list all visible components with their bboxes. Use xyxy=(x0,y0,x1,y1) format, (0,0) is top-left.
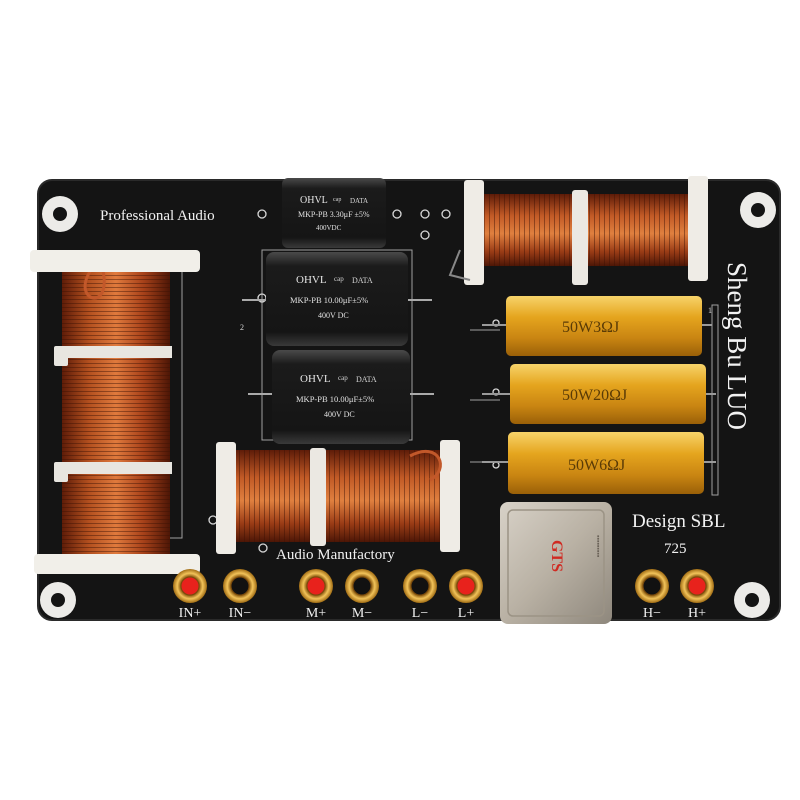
terminal-label: L− xyxy=(412,606,429,621)
capacitor-1-voltage: 400VDC xyxy=(316,224,342,232)
resistor-3: 50W6ΩJ xyxy=(482,432,716,494)
terminal-label: IN+ xyxy=(179,606,202,621)
terminal-m-positive: M+ xyxy=(299,569,333,621)
terminal-in-positive: IN+ xyxy=(173,569,207,621)
capacitor-2-brand: OHVL xyxy=(296,274,327,286)
board-model: 725 xyxy=(664,541,687,557)
capacitor-3-sub: cap xyxy=(338,374,348,382)
inductor-top-right xyxy=(448,176,708,285)
resistor-3-label: 50W6ΩJ xyxy=(568,457,625,474)
board-title-left: Professional Audio xyxy=(100,208,215,224)
board-design: Design SBL xyxy=(632,511,725,532)
capacitor-3-voltage: 400V DC xyxy=(324,410,355,419)
capacitor-2: OHVL cap DATA MKP-PB 10.00μF±5% 400V DC xyxy=(242,252,432,346)
terminal-h-positive: H+ xyxy=(680,569,714,621)
terminal-label: IN− xyxy=(229,606,252,621)
mounting-hole xyxy=(40,192,776,618)
pcb-mark-1: 1 xyxy=(708,306,712,315)
resistor-1-label: 50W3ΩJ xyxy=(562,319,619,336)
capacitor-3-spec: MKP-PB 10.00μF±5% xyxy=(296,394,374,404)
board-footer: Audio Manufactory xyxy=(276,547,395,563)
inductor-large-left xyxy=(30,250,200,574)
capacitor-3-tag: DATA xyxy=(356,375,377,384)
capacitor-2-spec: MKP-PB 10.00μF±5% xyxy=(290,295,368,305)
terminal-in-negative: IN− xyxy=(223,569,257,621)
terminal-label: H+ xyxy=(688,606,706,621)
terminal-label: M+ xyxy=(306,606,326,621)
gts-module: GTS ▪▪▪▪▪▪▪▪▪ xyxy=(500,502,612,624)
terminal-l-negative: L− xyxy=(403,569,437,621)
terminal-label: M− xyxy=(352,606,372,621)
capacitor-1-spec: MKP-PB 3.30μF ±5% xyxy=(298,210,370,219)
resistor-1: 50W3ΩJ xyxy=(482,296,712,356)
inductor-bottom-center xyxy=(216,440,460,554)
capacitor-3-brand: OHVL xyxy=(300,373,331,385)
capacitor-1-brand: OHVL xyxy=(300,195,328,206)
capacitor-1-sub: cap xyxy=(333,197,341,203)
resistor-2-label: 50W20ΩJ xyxy=(562,387,627,404)
terminal-h-negative: H− xyxy=(635,569,669,621)
terminal-label: L+ xyxy=(458,606,475,621)
svg-text:▪▪▪▪▪▪▪▪▪: ▪▪▪▪▪▪▪▪▪ xyxy=(594,535,602,558)
capacitor-1-tag: DATA xyxy=(350,197,368,205)
capacitor-2-tag: DATA xyxy=(352,276,373,285)
terminal-m-negative: M− xyxy=(345,569,379,621)
capacitor-2-voltage: 400V DC xyxy=(318,311,349,320)
capacitor-3: OHVL cap DATA MKP-PB 10.00μF±5% 400V DC xyxy=(248,350,434,444)
pcb-mark-2: 2 xyxy=(240,323,244,332)
board-brand: Sheng Bu LUO xyxy=(722,262,752,430)
capacitor-2-sub: cap xyxy=(334,275,344,283)
terminal-l-positive: L+ xyxy=(449,569,483,621)
terminal-label: H− xyxy=(643,606,661,621)
gts-module-label: GTS xyxy=(548,540,565,572)
resistor-2: 50W20ΩJ xyxy=(482,364,716,424)
capacitor-1: OHVL cap DATA MKP-PB 3.30μF ±5% 400VDC xyxy=(282,178,386,248)
